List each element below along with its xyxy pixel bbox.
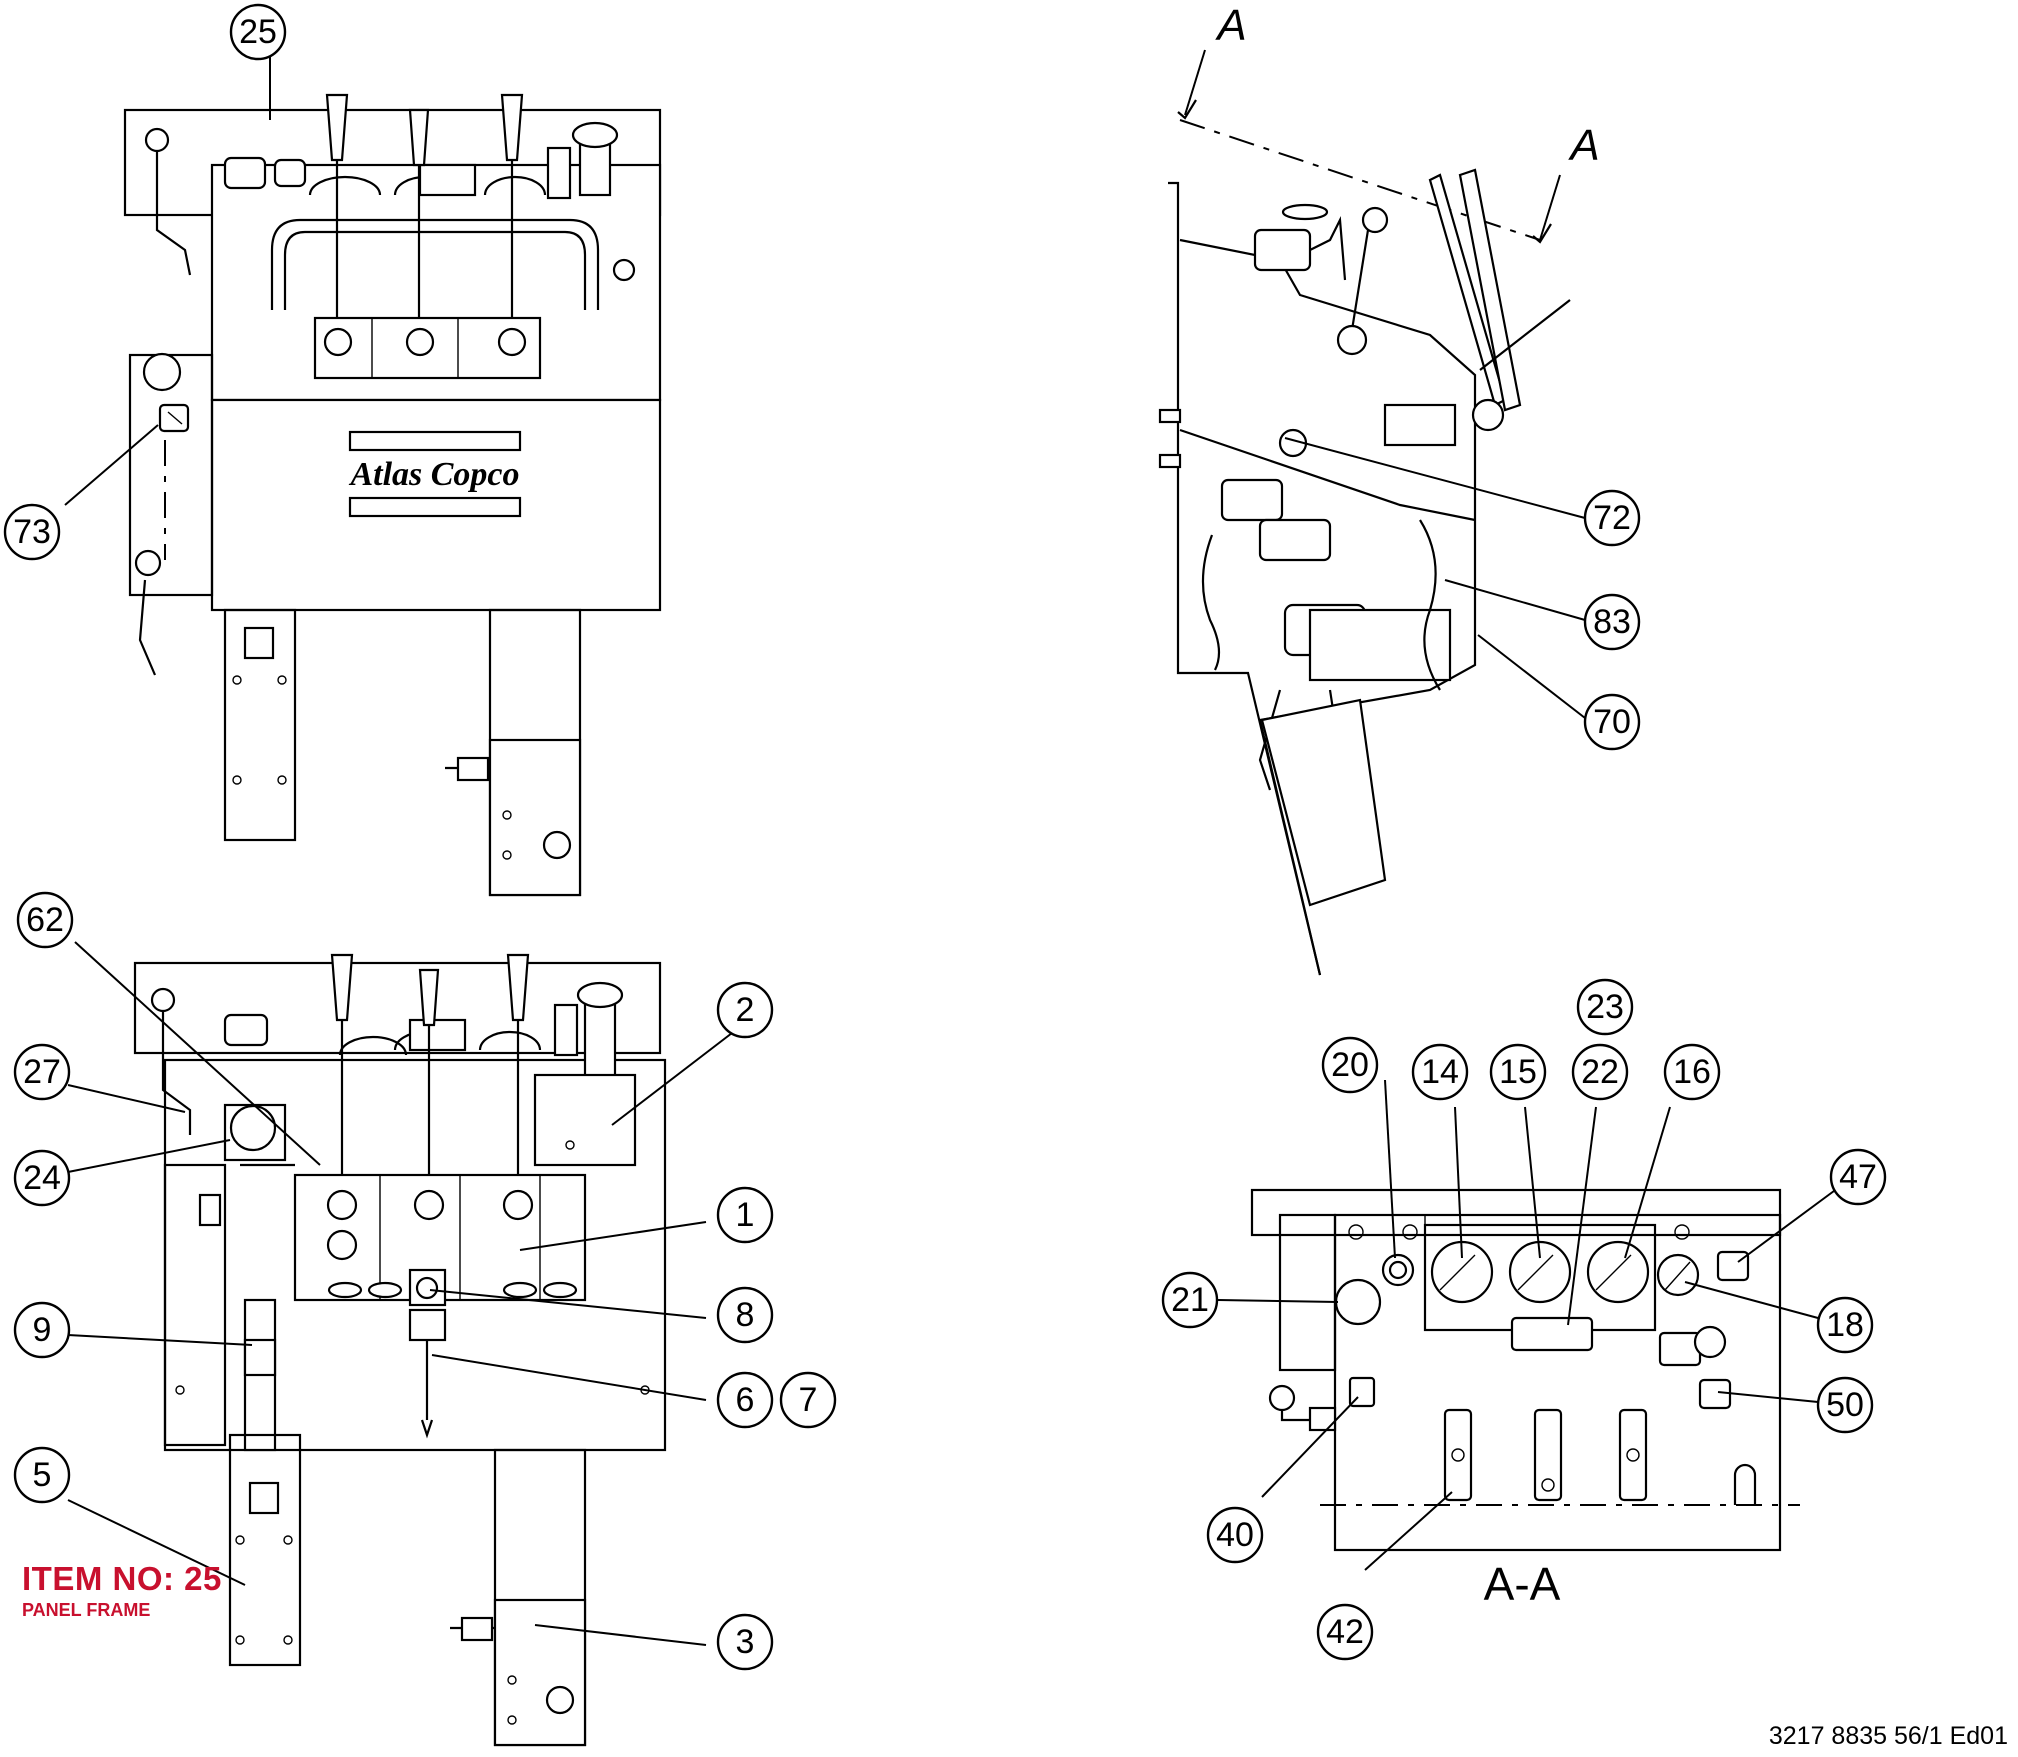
callout-42: 42 — [1316, 1603, 1374, 1661]
svg-text:50: 50 — [1826, 1386, 1864, 1424]
callout-23: 23 — [1576, 978, 1634, 1036]
svg-text:8: 8 — [736, 1296, 755, 1334]
section-a-a-label: A-A — [1484, 1558, 1561, 1610]
svg-text:24: 24 — [23, 1159, 61, 1197]
svg-text:9: 9 — [33, 1311, 52, 1349]
svg-text:14: 14 — [1421, 1053, 1459, 1091]
front-view-lower — [133, 953, 667, 1747]
svg-text:73: 73 — [13, 513, 51, 551]
svg-text:20: 20 — [1331, 1046, 1369, 1084]
svg-text:16: 16 — [1673, 1053, 1711, 1091]
svg-text:23: 23 — [1586, 988, 1624, 1026]
callout-70: 70 — [1583, 693, 1641, 751]
callout-73: 73 — [3, 503, 61, 561]
callout-3: 3 — [716, 1613, 774, 1671]
item-number-subtitle: PANEL FRAME — [22, 1600, 151, 1620]
callout-21: 21 — [1161, 1271, 1219, 1329]
callout-15: 15 — [1489, 1043, 1547, 1101]
svg-text:7: 7 — [799, 1381, 818, 1419]
section-mark-a-right: A — [1567, 121, 1599, 170]
section-mark-a-left: A — [1214, 1, 1246, 50]
side-view: A A — [1158, 1, 1600, 976]
callout-27: 27 — [13, 1043, 71, 1101]
svg-text:25: 25 — [239, 13, 277, 51]
section-a-a-view: A-A — [1250, 1188, 1800, 1610]
callout-22: 22 — [1571, 1043, 1629, 1101]
svg-text:21: 21 — [1171, 1281, 1209, 1319]
callout-18: 18 — [1816, 1296, 1874, 1354]
callout-50: 50 — [1816, 1376, 1874, 1434]
callout-8: 8 — [716, 1286, 774, 1344]
callout-7: 7 — [779, 1371, 837, 1429]
svg-text:2: 2 — [736, 991, 755, 1029]
svg-text:62: 62 — [26, 901, 64, 939]
callout-16: 16 — [1663, 1043, 1721, 1101]
brand-logo: Atlas Copco — [348, 456, 519, 493]
callout-83: 83 — [1583, 593, 1641, 651]
callout-5: 5 — [13, 1446, 71, 1504]
callout-24: 24 — [13, 1149, 71, 1207]
callout-6: 6 — [716, 1371, 774, 1429]
leader-lines — [64, 57, 1839, 1646]
callout-20: 20 — [1321, 1036, 1379, 1094]
svg-text:27: 27 — [23, 1053, 61, 1091]
callout-25: 25 — [229, 3, 287, 61]
callout-40: 40 — [1206, 1506, 1264, 1564]
svg-text:3: 3 — [736, 1623, 755, 1661]
svg-text:15: 15 — [1499, 1053, 1537, 1091]
callout-1: 1 — [716, 1186, 774, 1244]
svg-text:42: 42 — [1326, 1613, 1364, 1651]
svg-text:72: 72 — [1593, 499, 1631, 537]
item-number-title: ITEM NO: 25 — [22, 1560, 222, 1597]
svg-text:40: 40 — [1216, 1516, 1254, 1554]
callout-47: 47 — [1829, 1148, 1887, 1206]
front-view-upper: Atlas Copco — [123, 93, 662, 897]
svg-text:18: 18 — [1826, 1306, 1864, 1344]
callout-2: 2 — [716, 981, 774, 1039]
callout-72: 72 — [1583, 489, 1641, 547]
callout-62: 62 — [16, 891, 74, 949]
document-number: 3217 8835 56/1 Ed01 — [1768, 1722, 2008, 1750]
svg-text:22: 22 — [1581, 1053, 1619, 1091]
callout-14: 14 — [1411, 1043, 1469, 1101]
callout-9: 9 — [13, 1301, 71, 1359]
svg-text:47: 47 — [1839, 1158, 1877, 1196]
svg-text:70: 70 — [1593, 703, 1631, 741]
svg-text:6: 6 — [736, 1381, 755, 1419]
svg-text:83: 83 — [1593, 603, 1631, 641]
svg-text:1: 1 — [736, 1196, 755, 1234]
svg-text:5: 5 — [33, 1456, 52, 1494]
